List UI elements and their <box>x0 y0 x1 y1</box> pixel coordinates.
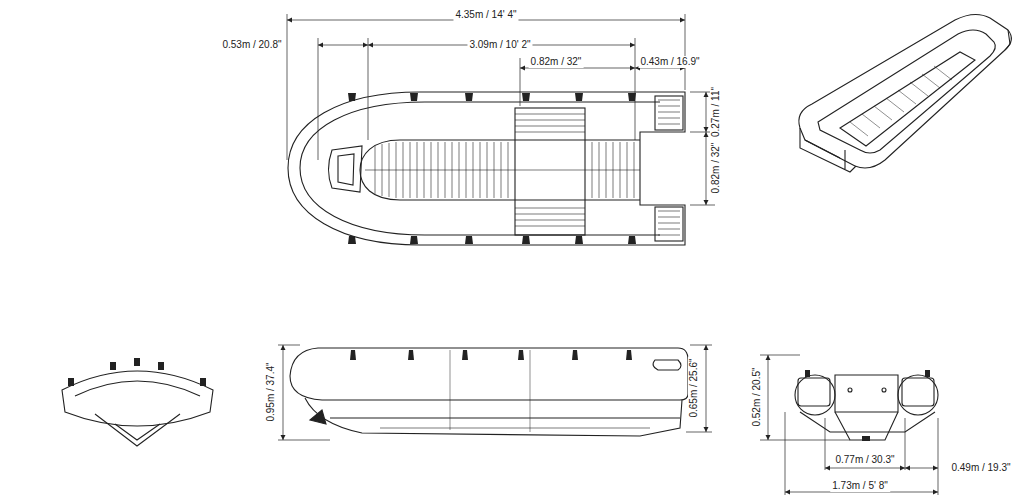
dimension-label: 0.95m / 37.4" <box>265 360 277 423</box>
dimension-label: 0.27m / 11" <box>710 85 722 139</box>
dimension-label: 0.77m / 30.3" <box>833 454 896 466</box>
dimension-label: 0.53m / 20.8" <box>220 39 283 51</box>
dimension-label: 0.43m / 16.9" <box>638 56 701 68</box>
dimension-label: 0.49m / 19.3" <box>949 462 1012 474</box>
dimension-label: 1.73m / 5' 8" <box>830 480 890 492</box>
dimension-label: 0.52m / 20.5" <box>751 365 763 428</box>
dimension-label: 0.65m / 25.6" <box>688 356 700 419</box>
dimension-label: 0.82m / 32" <box>710 141 722 196</box>
dimension-label: 3.09m / 10' 2" <box>467 39 532 51</box>
dimension-label: 4.35m / 14' 4" <box>453 9 518 21</box>
dimension-label: 0.82m / 32" <box>529 56 584 68</box>
